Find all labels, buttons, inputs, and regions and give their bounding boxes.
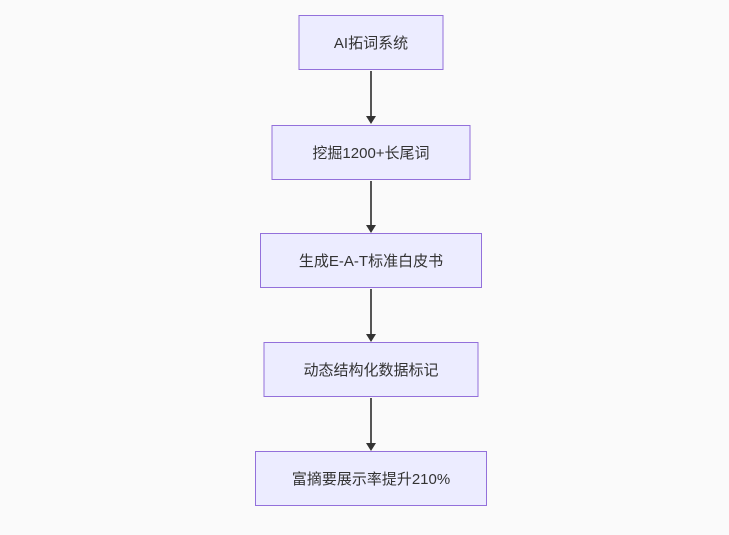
- arrow-down-icon: [370, 71, 372, 116]
- flowchart-node-eat-whitepaper: 生成E-A-T标准白皮书: [260, 233, 482, 288]
- arrow-down-icon: [370, 289, 372, 334]
- node-label: 挖掘1200+长尾词: [312, 145, 430, 162]
- arrow-down-icon: [370, 398, 372, 443]
- node-label: AI拓词系统: [333, 35, 409, 52]
- flowchart-node-rich-snippet-result: 富摘要展示率提升210%: [255, 451, 487, 506]
- flowchart-node-ai-system: AI拓词系统: [298, 15, 444, 70]
- arrow-down-icon: [370, 181, 372, 225]
- flowchart-node-longtail-keywords: 挖掘1200+长尾词: [271, 125, 471, 180]
- node-label: 动态结构化数据标记: [303, 362, 439, 379]
- node-label: 富摘要展示率提升210%: [291, 471, 451, 488]
- flowchart-node-structured-data: 动态结构化数据标记: [263, 342, 479, 397]
- node-label: 生成E-A-T标准白皮书: [298, 253, 444, 270]
